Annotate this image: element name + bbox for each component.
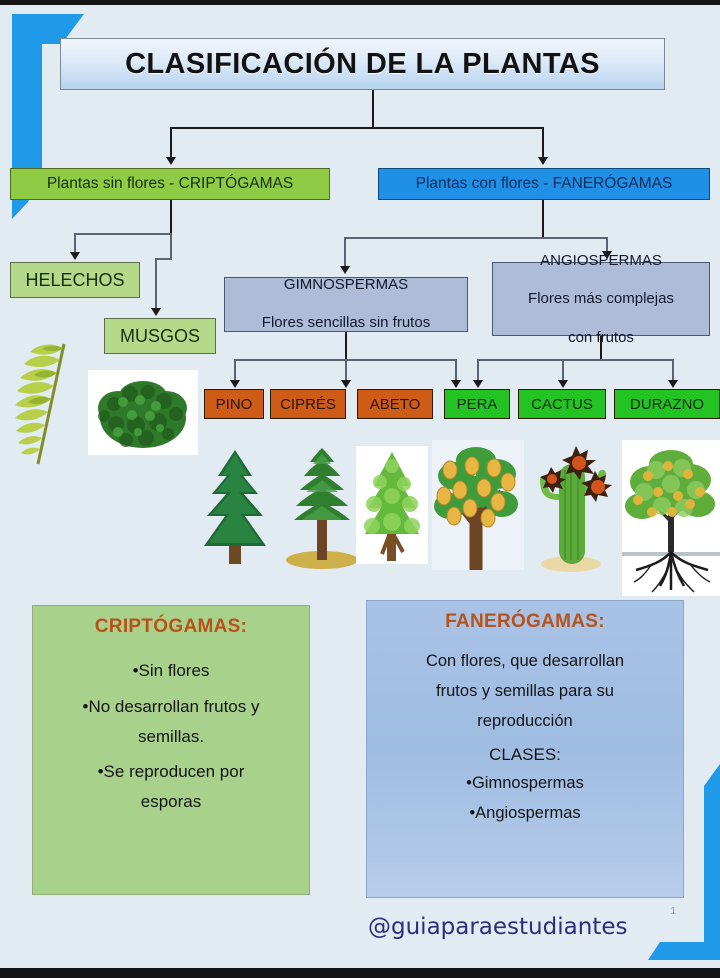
- pine-tree-illustration: [204, 450, 266, 564]
- connector-musgos-jog: [155, 258, 172, 260]
- panel-criptogamas-bullet-2-cont: semillas.: [137, 726, 205, 746]
- node-fanerogamas[interactable]: Plantas con flores - FANERÓGAMAS: [378, 168, 710, 200]
- node-angiospermas-subtitle-2: con frutos: [568, 328, 634, 346]
- node-fanerogamas-label: Plantas con flores - FANERÓGAMAS: [415, 175, 673, 192]
- node-gimnospermas-title: GIMNOSPERMAS: [283, 276, 409, 294]
- page-title-text: CLASIFICACIÓN DE LA PLANTAS: [125, 47, 600, 80]
- arrowhead-helechos: [70, 252, 80, 260]
- connector-to-cipres: [345, 359, 347, 382]
- panel-fanerogamas-line-1: Con flores, que desarrollan: [425, 652, 625, 670]
- connector-angiospermas-bus: [477, 359, 673, 361]
- connector-to-cactus: [562, 359, 564, 382]
- connector-to-helechos: [74, 233, 76, 255]
- leaf-abeto-label: ABETO: [369, 395, 421, 413]
- bottom-black-bar: [0, 968, 720, 978]
- leaf-pino-label: PINO: [215, 395, 253, 413]
- node-helechos-label: HELECHOS: [25, 269, 125, 290]
- connector-title-stem: [372, 90, 374, 128]
- leaf-durazno[interactable]: DURAZNO: [614, 389, 720, 419]
- arrowhead-cipres: [341, 380, 351, 388]
- arrowhead-pino: [230, 380, 240, 388]
- node-gimnospermas-subtitle: Flores sencillas sin frutos: [261, 313, 431, 331]
- connector-to-criptogamas: [170, 127, 172, 157]
- arrowhead-gimnospermas: [340, 266, 350, 274]
- arrowhead-abeto: [451, 380, 461, 388]
- arrowhead-durazno: [668, 380, 678, 388]
- panel-criptogamas-heading: CRIPTÓGAMAS:: [94, 616, 248, 637]
- pear-tree-illustration: [432, 440, 524, 570]
- node-musgos[interactable]: MUSGOS: [104, 318, 216, 354]
- connector-criptogamas-bus-left: [74, 233, 172, 235]
- arrowhead-musgos: [151, 308, 161, 316]
- node-helechos[interactable]: HELECHOS: [10, 262, 140, 298]
- panel-fanerogamas: FANERÓGAMAS: Con flores, que desarrollan…: [366, 600, 684, 898]
- connector-to-gimnospermas: [344, 237, 346, 268]
- leaf-cactus[interactable]: CACTUS: [518, 389, 606, 419]
- node-angiospermas-subtitle-1: Flores más complejas: [528, 290, 674, 308]
- node-musgos-label: MUSGOS: [119, 325, 200, 346]
- connector-to-angiospermas: [606, 237, 608, 254]
- node-criptogamas-label: Plantas sin flores - CRIPTÓGAMAS: [46, 175, 294, 192]
- node-criptogamas[interactable]: Plantas sin flores - CRIPTÓGAMAS: [10, 168, 330, 200]
- panel-criptogamas-bullet-3-cont: esporas: [140, 792, 202, 811]
- panel-criptogamas: CRIPTÓGAMAS: •Sin flores •No desarrollan…: [32, 605, 310, 895]
- panel-criptogamas-bullet-2: •No desarrollan frutos y: [82, 696, 260, 716]
- social-handle: @guiaparaestudiantes: [368, 914, 628, 940]
- connector-fanerogamas-stem: [542, 200, 544, 238]
- decorative-bracket-bottom-right: [648, 764, 720, 960]
- arrowhead-criptogamas: [166, 157, 176, 165]
- leaf-cipres-label: CIPRÉS: [280, 395, 336, 413]
- page-title: CLASIFICACIÓN DE LA PLANTAS: [60, 38, 665, 90]
- top-black-bar: [0, 0, 720, 5]
- leaf-pera-label: PERA: [456, 395, 498, 413]
- arrowhead-fanerogamas: [538, 157, 548, 165]
- connector-fanerogamas-bus: [344, 237, 608, 239]
- connector-to-pera: [477, 359, 479, 382]
- panel-criptogamas-bullet-3: •Se reproducen por: [97, 762, 245, 782]
- connector-to-abeto: [455, 359, 457, 382]
- connector-gimnospermas-stem: [345, 332, 347, 360]
- panel-fanerogamas-heading: FANERÓGAMAS:: [445, 611, 605, 632]
- arrowhead-pera: [473, 380, 483, 388]
- connector-to-musgos: [155, 258, 157, 310]
- leaf-pino[interactable]: PINO: [204, 389, 264, 419]
- node-gimnospermas[interactable]: GIMNOSPERMAS Flores sencillas sin frutos: [224, 276, 468, 332]
- connector-criptogamas-stem: [170, 200, 172, 234]
- fir-tree-illustration: [356, 446, 428, 564]
- leaf-pera[interactable]: PERA: [444, 389, 510, 419]
- cypress-tree-illustration: [286, 448, 358, 569]
- peach-tree-illustration: [622, 440, 720, 596]
- node-angiospermas-title: ANGIOSPERMAS: [540, 252, 662, 270]
- connector-level1-bus: [170, 127, 544, 129]
- panel-fanerogamas-line-3: reproducción: [477, 712, 573, 731]
- panel-fanerogamas-clase-1: •Gimnospermas: [466, 774, 584, 793]
- leaf-abeto[interactable]: ABETO: [357, 389, 433, 419]
- leaf-cactus-label: CACTUS: [531, 395, 593, 413]
- leaf-cipres[interactable]: CIPRÉS: [270, 389, 346, 419]
- panel-fanerogamas-clases-label: CLASES:: [489, 745, 561, 765]
- page-number: 1: [670, 906, 676, 917]
- connector-to-pino: [234, 359, 236, 382]
- moss-clump-photo: [88, 370, 198, 455]
- cactus-illustration: [540, 446, 612, 572]
- node-angiospermas[interactable]: ANGIOSPERMAS Flores más complejas con fr…: [492, 252, 710, 346]
- arrowhead-cactus: [558, 380, 568, 388]
- panel-criptogamas-bullet-1: •Sin flores: [132, 661, 210, 680]
- arrowhead-angiospermas: [602, 251, 612, 259]
- panel-fanerogamas-clase-2: •Angiospermas: [469, 804, 581, 823]
- connector-criptogamas-stem2: [170, 233, 172, 259]
- fern-frond-illustration: [15, 343, 66, 465]
- connector-to-fanerogamas: [542, 127, 544, 157]
- panel-fanerogamas-line-2: frutos y semillas para su: [436, 682, 614, 701]
- connector-angiospermas-stem: [600, 336, 602, 360]
- connector-to-durazno: [672, 359, 674, 382]
- leaf-durazno-label: DURAZNO: [629, 395, 705, 413]
